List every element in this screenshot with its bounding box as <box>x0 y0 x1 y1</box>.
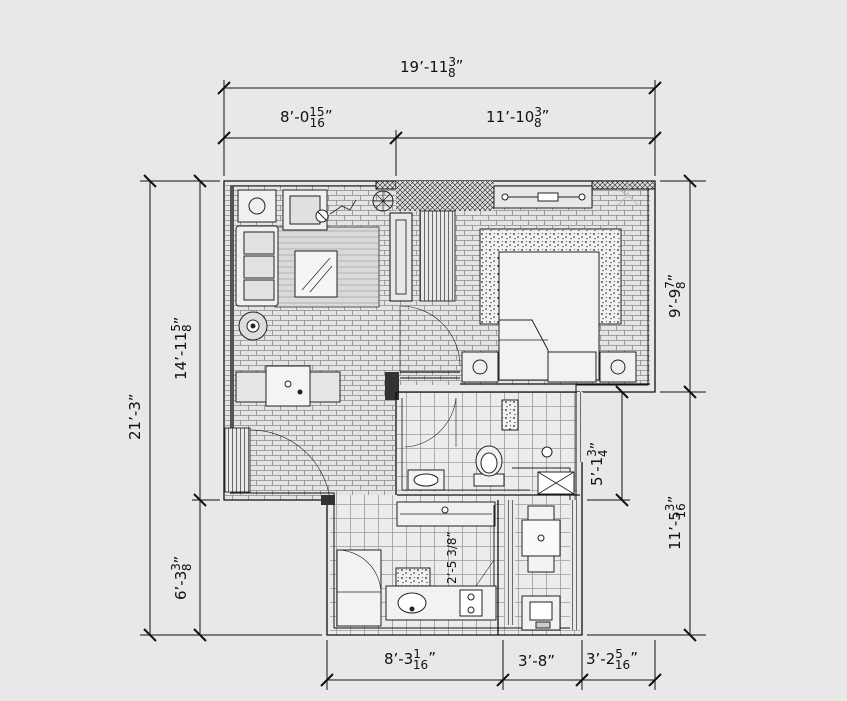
counter-top <box>396 501 496 527</box>
coffee-table <box>294 250 338 298</box>
dim-right-lower: 11’-5316” <box>663 495 688 550</box>
dresser-top <box>493 185 593 209</box>
vanity <box>407 469 445 491</box>
washer <box>521 595 561 631</box>
kitchen-rug <box>395 567 431 587</box>
nook-chair-bottom <box>527 555 555 573</box>
armchair <box>282 189 329 231</box>
dining-nook <box>521 505 561 631</box>
lamp-cord <box>329 199 357 215</box>
nook-table <box>521 519 561 557</box>
fridge <box>336 549 382 627</box>
dim-left-upper: 14’-1158” <box>169 317 194 380</box>
dim-right-mid: 5’-134” <box>585 442 610 486</box>
plant-icon <box>372 190 394 212</box>
dim-interior-note: 2’-5 3/8” <box>445 531 459 584</box>
top-wall-hatch-left <box>375 180 397 190</box>
sofa <box>235 225 279 307</box>
top-wall-hatch-right <box>591 180 656 190</box>
bathroom <box>404 397 575 500</box>
dining-table-living <box>235 365 341 407</box>
walls <box>223 180 656 636</box>
ceiling-fan-icon <box>616 182 639 206</box>
sink-counter <box>385 585 497 621</box>
dim-bottom-mid: 3’-8” <box>518 652 555 670</box>
bedroom-door-swing <box>399 305 461 367</box>
bath-shower <box>512 446 575 500</box>
top-wall-hatch-mid <box>396 181 494 211</box>
kitchen <box>336 501 497 627</box>
entry-door-swing <box>249 429 331 501</box>
bathroom-door-swing <box>404 397 457 448</box>
dim-left-overall: 21’-3” <box>126 393 144 440</box>
side-table-top <box>237 189 277 223</box>
right-wall-hatch <box>577 392 583 462</box>
nightstand-left <box>461 351 499 383</box>
dimension-lines <box>140 80 706 690</box>
closet-rail <box>389 212 413 302</box>
door-jamb <box>385 372 399 400</box>
bedroom <box>399 182 639 383</box>
dim-left-lower: 6’-338” <box>169 556 194 600</box>
nightstand-right <box>599 351 637 383</box>
dim-right-upper: 9’-978” <box>663 274 688 318</box>
dining-wall-hatch <box>570 500 580 630</box>
toilet <box>473 445 505 487</box>
side-wall-hatch <box>505 500 515 625</box>
shower-niche <box>501 399 519 431</box>
living-room <box>235 189 394 501</box>
outer-wall <box>223 180 656 636</box>
round-stool <box>238 311 268 341</box>
closet-shelves <box>419 210 456 302</box>
